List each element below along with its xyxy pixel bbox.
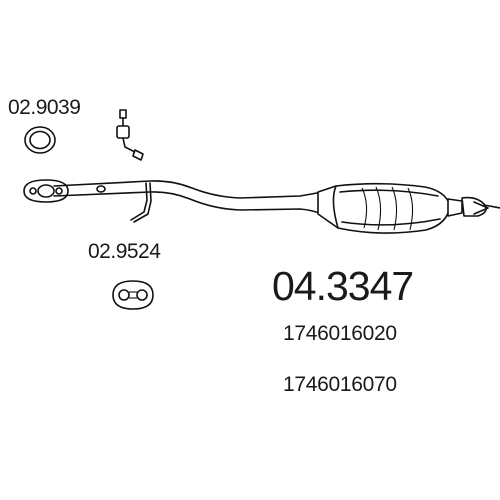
exhaust-pipe: [23, 179, 323, 223]
oem-number-2: 1746016070: [283, 373, 397, 396]
main-part-number: 04.3347: [272, 263, 414, 309]
gasket-part-number: 02.9039: [8, 96, 81, 119]
rubber-hanger-icon: [112, 280, 154, 310]
hanger-part-number: 02.9524: [88, 240, 161, 263]
gasket-ring-icon: [24, 126, 56, 154]
lambda-sensor-icon: [116, 109, 144, 161]
oem-number-1: 1746016020: [283, 322, 397, 345]
catalytic-converter: [317, 182, 500, 234]
